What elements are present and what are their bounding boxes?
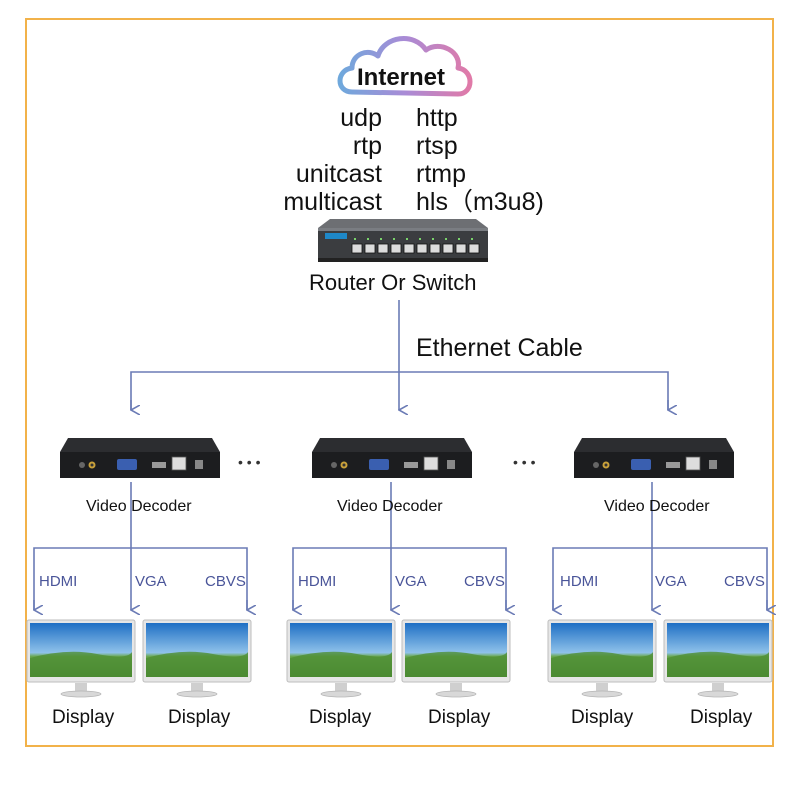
display-monitor-icon bbox=[142, 619, 252, 698]
protocol-udp: udp bbox=[340, 104, 382, 132]
signal-vga-3: VGA bbox=[655, 573, 687, 590]
video-decoder-icon bbox=[312, 438, 472, 478]
display-monitor-icon bbox=[547, 619, 657, 698]
protocol-multicast: multicast bbox=[283, 188, 382, 216]
ethernet-bus-line bbox=[130, 371, 669, 410]
display-monitor-icon bbox=[663, 619, 773, 698]
display-label-2: Display bbox=[168, 707, 231, 728]
protocol-http: http bbox=[416, 104, 458, 132]
protocol-hls: hls（m3u8) bbox=[416, 188, 544, 216]
decoder-label-1: Video Decoder bbox=[86, 498, 192, 515]
protocol-unitcast: unitcast bbox=[295, 160, 382, 188]
display-monitor-icon bbox=[401, 619, 511, 698]
display-monitor-icon bbox=[26, 619, 136, 698]
ellipsis-1: • • • bbox=[238, 454, 261, 470]
display-label-4: Display bbox=[428, 707, 491, 728]
display-monitor-icon bbox=[286, 619, 396, 698]
signal-hdmi-2: HDMI bbox=[298, 573, 337, 590]
signal-hdmi-1: HDMI bbox=[39, 573, 78, 590]
router-switch-icon bbox=[318, 219, 488, 262]
display-label-3: Display bbox=[309, 707, 372, 728]
protocol-rtmp: rtmp bbox=[416, 160, 466, 188]
ethernet-cable-label: Ethernet Cable bbox=[416, 334, 583, 362]
output-bus-line bbox=[33, 547, 248, 610]
signal-vga-1: VGA bbox=[135, 573, 167, 590]
signal-cbvs-2: CBVS bbox=[464, 573, 505, 590]
ellipsis-2: • • • bbox=[513, 454, 536, 470]
output-bus-line bbox=[292, 547, 507, 610]
signal-vga-2: VGA bbox=[395, 573, 427, 590]
diagram-frame bbox=[25, 18, 774, 747]
video-decoder-icon bbox=[60, 438, 220, 478]
connection-lines bbox=[34, 300, 767, 610]
signal-cbvs-1: CBVS bbox=[205, 573, 246, 590]
protocol-rtp: rtp bbox=[352, 132, 382, 160]
internet-cloud-icon bbox=[337, 36, 473, 97]
display-label-6: Display bbox=[690, 707, 753, 728]
internet-label: Internet bbox=[357, 64, 446, 91]
output-bus-line bbox=[552, 547, 768, 610]
router-brand-logo bbox=[325, 233, 347, 239]
display-label-5: Display bbox=[571, 707, 634, 728]
router-label: Router Or Switch bbox=[309, 270, 477, 295]
protocol-rtsp: rtsp bbox=[416, 132, 458, 160]
display-label-1: Display bbox=[52, 707, 115, 728]
decoder-label-2: Video Decoder bbox=[337, 498, 443, 515]
decoder-label-3: Video Decoder bbox=[604, 498, 710, 515]
video-decoder-icon bbox=[574, 438, 734, 478]
signal-hdmi-3: HDMI bbox=[560, 573, 599, 590]
signal-cbvs-3: CBVS bbox=[724, 573, 765, 590]
